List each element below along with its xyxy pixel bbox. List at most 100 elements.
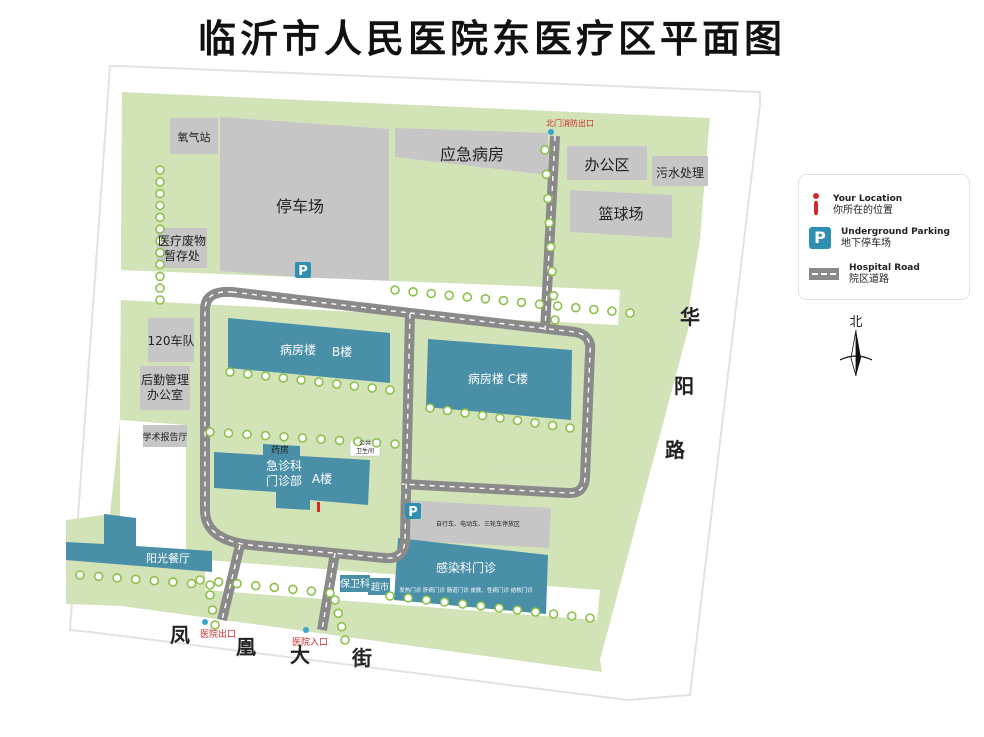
tree-icon [260, 430, 271, 441]
hospital-entrance-dot[interactable] [303, 627, 309, 633]
ward-b-label-2: B楼 [332, 344, 352, 359]
tree-icon [242, 429, 252, 440]
courtyard-c [420, 415, 566, 470]
tree-icon [155, 247, 165, 258]
oxygen-station-label: 氧气站 [178, 130, 211, 144]
tree-icon [260, 371, 271, 381]
tree-icon [543, 193, 553, 204]
tree-icon [297, 433, 308, 443]
tree-icon [93, 571, 104, 582]
tree-icon [279, 431, 289, 442]
tree-icon [425, 403, 435, 413]
tree-icon [585, 613, 595, 623]
tree-icon [403, 593, 414, 603]
tree-icon [495, 413, 505, 423]
hospital-exit-dot[interactable] [202, 619, 208, 625]
south-street-char-3: 大 [290, 643, 310, 667]
emergency-a-label-2: 门诊部 [266, 473, 302, 488]
tree-icon [325, 588, 335, 598]
office-building [567, 146, 647, 180]
sunshine-canteen-label: 阳光餐厅 [146, 551, 190, 565]
tree-icon [149, 575, 160, 586]
tree-icon [426, 288, 437, 299]
east-street-char-2: 阳 [674, 374, 694, 398]
tree-icon [155, 236, 165, 246]
tree-icon [408, 286, 418, 297]
legend-parking-row: P Underground Parking 地下停车场 [809, 227, 950, 249]
tree-icon [250, 580, 261, 591]
courtyard-b [212, 408, 395, 444]
oxygen-station [170, 118, 218, 154]
tree-icon [588, 304, 599, 315]
emergency-ward-building [395, 128, 548, 175]
tree-icon [498, 295, 509, 306]
sewage-building [652, 156, 708, 186]
security-label: 保卫科 [340, 577, 370, 590]
tree-icon [349, 381, 360, 391]
south-street-char-1: 凤 [170, 623, 190, 647]
tree-icon [548, 290, 559, 301]
compass-north-label: 北 [849, 315, 862, 330]
legend-location-row: Your Location 你所在的位置 [809, 193, 902, 217]
tree-icon [205, 590, 215, 600]
tree-icon [213, 577, 224, 587]
tree-icon [544, 218, 555, 228]
parking-lot-label: 停车场 [276, 197, 324, 216]
team-120-label: 120车队 [148, 333, 195, 348]
tree-icon [534, 299, 545, 310]
tree-icon [439, 597, 450, 607]
tree-icon [210, 620, 220, 630]
tree-icon [334, 435, 345, 446]
map-title: 临沂市人民医院东医疗区平面图 [197, 17, 786, 61]
tree-icon [494, 603, 504, 613]
north-fire-exit-dot[interactable] [548, 129, 554, 135]
tree-icon [155, 200, 165, 211]
tree-icon [333, 608, 344, 619]
tree-icon [545, 242, 556, 252]
tree-icon [155, 283, 165, 294]
tree-icon [155, 212, 165, 223]
legend-parking-en: Underground Parking [841, 227, 950, 237]
tree-icon [550, 315, 560, 325]
sunshine-canteen-building [66, 514, 212, 572]
tree-icon [353, 436, 363, 447]
tree-icon [288, 584, 298, 595]
lecture-hall-label: 学术报告厅 [142, 431, 187, 443]
emergency-building-a [214, 444, 370, 510]
legend-parking-zh: 地下停车场 [841, 238, 891, 249]
infection-clinic-label: 感染科门诊 [436, 560, 496, 575]
tree-icon [155, 224, 165, 234]
tree-icon [516, 297, 527, 308]
tree-icon [530, 607, 541, 617]
public-toilet-label-1: 公共 [359, 439, 371, 447]
parking-marker-north[interactable]: P [295, 262, 311, 279]
medical-waste-building [157, 228, 207, 268]
emergency-ward-label: 应急病房 [440, 145, 504, 164]
tree-rows [75, 145, 635, 645]
parking-marker-south[interactable]: P [405, 503, 421, 520]
lecture-hall-building [143, 425, 187, 447]
tree-icon [547, 420, 558, 431]
ward-c-label: 病房楼 C楼 [468, 371, 528, 386]
compass-icon: 北 [839, 315, 873, 377]
parking-icon: P [809, 227, 831, 249]
parking-marker-north-letter: P [298, 264, 308, 279]
tree-icon [205, 580, 215, 590]
west-strip [120, 420, 186, 560]
tree-icon [457, 599, 468, 609]
ward-building-c [426, 339, 572, 420]
tree-icon [314, 377, 324, 387]
legend-road-en: Hospital Road [849, 263, 920, 273]
tree-icon [296, 375, 306, 385]
tree-icon [155, 259, 165, 270]
tree-icon [207, 605, 218, 615]
tree-icon [444, 290, 455, 301]
infection-clinic-sub-label: 发热门诊 肝病门诊 肠道门诊 皮肤、性病门诊 结核门诊 [399, 586, 533, 594]
tree-icon [565, 423, 575, 433]
hospital-entrance-label: 医院入口 [292, 636, 328, 648]
tree-icon [385, 591, 395, 601]
basketball-label: 篮球场 [598, 205, 643, 223]
logistics-building [140, 366, 190, 410]
tree-icon [130, 574, 141, 585]
